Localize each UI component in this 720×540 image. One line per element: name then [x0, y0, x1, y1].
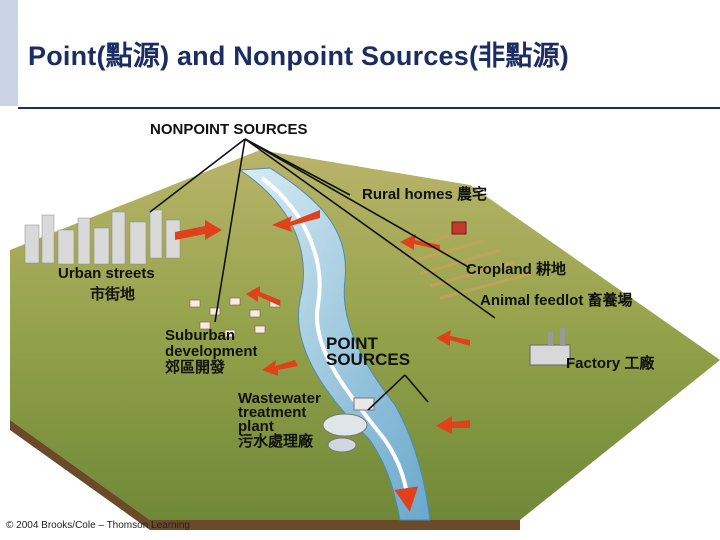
point-sources-label-2: SOURCES [326, 352, 410, 367]
suburban-zh-label: 郊區開發 [165, 360, 225, 375]
animal-feedlot-label: Animal feedlot 畜養場 [480, 293, 633, 308]
slide-accent-bar [0, 0, 18, 106]
nonpoint-sources-label: NONPOINT SOURCES [150, 122, 308, 137]
copyright-notice: © 2004 Brooks/Cole – Thomson Learning [6, 520, 190, 531]
factory-label: Factory 工廠 [566, 356, 654, 371]
suburban-label-2: development [165, 344, 258, 359]
urban-streets-zh-label: 市街地 [90, 287, 135, 302]
title-divider [18, 107, 720, 109]
point-sources-label-1: POINT [326, 336, 378, 351]
rural-homes-label: Rural homes 農宅 [362, 187, 487, 202]
slide-title: Point(點源) and Nonpoint Sources(非點源) [28, 34, 569, 73]
watershed-diagram [0, 110, 720, 540]
barn [452, 222, 466, 234]
wastewater-zh-label: 污水處理廠 [238, 434, 313, 449]
cropland-label: Cropland 耕地 [466, 262, 566, 277]
suburban-label-1: Suburban [165, 328, 235, 343]
wastewater-label-3: plant [238, 419, 274, 434]
urban-streets-label: Urban streets [58, 266, 155, 281]
